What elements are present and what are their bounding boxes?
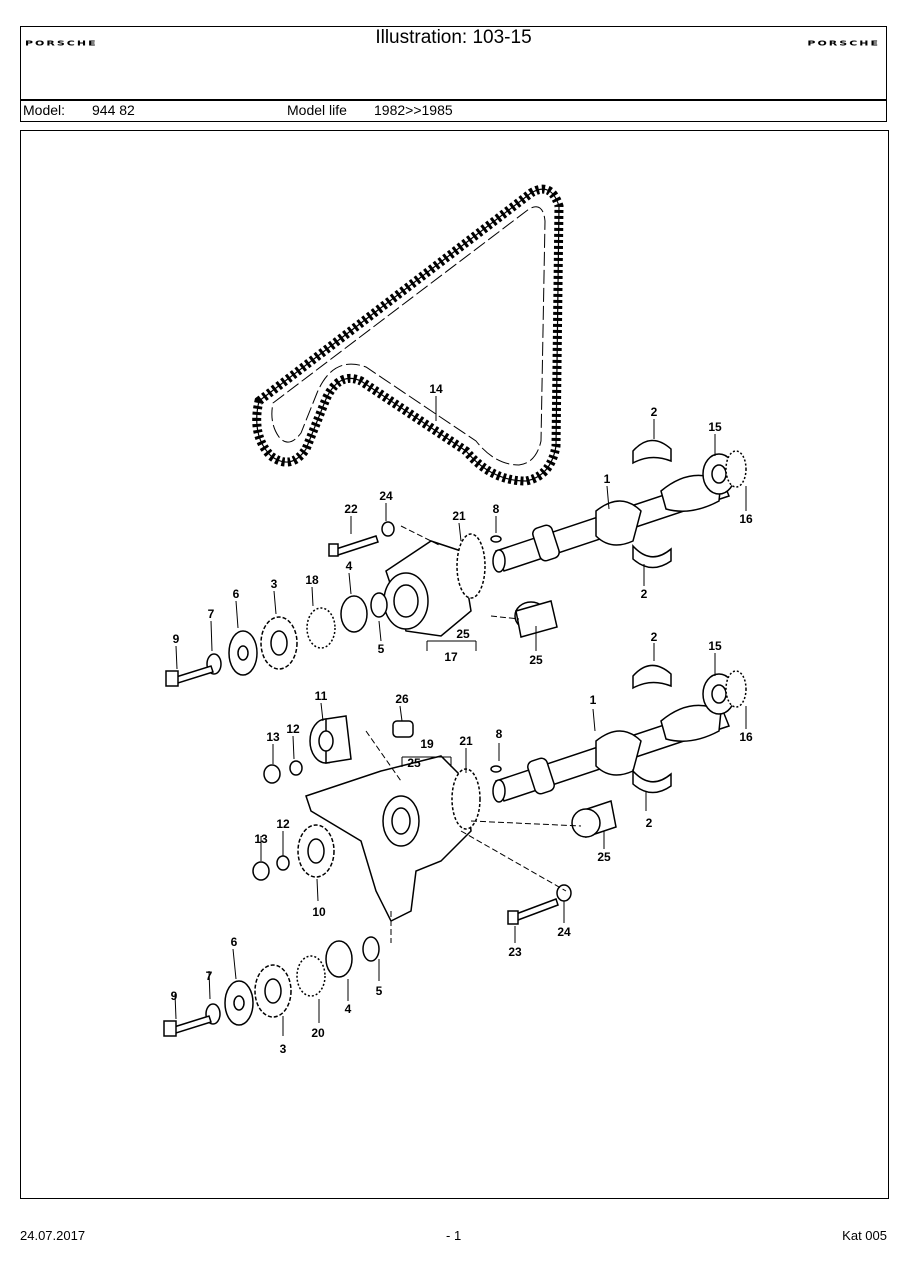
callout-16: 16: [739, 730, 753, 744]
callout-8: 8: [493, 502, 500, 516]
callout-24: 24: [557, 925, 571, 939]
callout-17: 17: [444, 650, 458, 664]
model-life-value: 1982>>1985: [374, 102, 453, 118]
callout-6: 6: [233, 587, 240, 601]
callout-21: 21: [452, 509, 466, 523]
callout-1: 1: [590, 693, 597, 707]
callout-10: 10: [312, 905, 326, 919]
callout-7: 7: [208, 607, 215, 621]
callout-9: 9: [173, 632, 180, 646]
callout-15: 15: [708, 639, 722, 653]
part-callouts: 14 2 15 1 16 2 22 24 21 8 4 18 3 6 7 9 5…: [171, 382, 753, 1056]
callout-21: 21: [459, 734, 473, 748]
callout-11: 11: [315, 689, 328, 703]
callout-12: 12: [276, 817, 290, 831]
timing-belt: [252, 184, 564, 486]
callout-5: 5: [378, 642, 385, 656]
model-row: Model: 944 82 Model life 1982>>1985: [21, 102, 886, 120]
callout-3: 3: [271, 577, 278, 591]
callout-18: 18: [305, 573, 319, 587]
model-life-label: Model life: [287, 102, 347, 118]
callout-25: 25: [456, 627, 470, 641]
callout-16: 16: [739, 512, 753, 526]
callout-1: 1: [604, 472, 611, 486]
callout-4: 4: [346, 559, 353, 573]
callout-12: 12: [286, 722, 300, 736]
model-label: Model:: [23, 102, 66, 118]
header-divider: [21, 99, 886, 101]
porsche-logo-right: PORSCHE: [807, 39, 880, 48]
exploded-view-drawing: 14 2 15 1 16 2 22 24 21 8 4 18 3 6 7 9 5…: [163, 184, 753, 1056]
callout-2: 2: [651, 630, 658, 644]
model-value: 944 82: [92, 102, 135, 118]
callout-15: 15: [708, 420, 722, 434]
callout-2: 2: [651, 405, 658, 419]
callout-5: 5: [376, 984, 383, 998]
callout-6: 6: [231, 935, 238, 949]
upper-camshaft-assembly: [165, 439, 747, 687]
porsche-logo-left: PORSCHE: [25, 39, 98, 48]
callout-25: 25: [597, 850, 611, 864]
callout-23: 23: [508, 945, 522, 959]
footer-date: 24.07.2017: [20, 1228, 86, 1243]
callout-7: 7: [206, 969, 213, 983]
callout-24: 24: [379, 489, 393, 503]
callout-2: 2: [646, 816, 653, 830]
callout-13: 13: [266, 730, 280, 744]
callout-9: 9: [171, 989, 178, 1003]
callout-8: 8: [496, 727, 503, 741]
callout-25: 25: [407, 756, 421, 770]
leader-lines: [174, 396, 747, 1036]
callout-20: 20: [311, 1026, 325, 1040]
callout-3: 3: [280, 1042, 287, 1056]
callout-14: 14: [429, 382, 443, 396]
callout-13: 13: [254, 832, 268, 846]
callout-25: 25: [529, 653, 543, 667]
callout-19: 19: [420, 737, 434, 751]
lower-camshaft-assembly: [163, 664, 747, 1037]
header-box: PORSCHE Illustration: 103-15 PORSCHE Mod…: [20, 26, 887, 122]
callout-22: 22: [344, 502, 358, 516]
page-title: Illustration: 103-15: [375, 27, 532, 48]
callout-2: 2: [641, 587, 648, 601]
callout-4: 4: [345, 1002, 352, 1016]
parts-diagram: 14 2 15 1 16 2 22 24 21 8 4 18 3 6 7 9 5…: [20, 130, 889, 1199]
footer-page-number: - 1: [446, 1228, 462, 1243]
footer-catalog: Kat 005: [842, 1228, 887, 1243]
callout-26: 26: [395, 692, 409, 706]
